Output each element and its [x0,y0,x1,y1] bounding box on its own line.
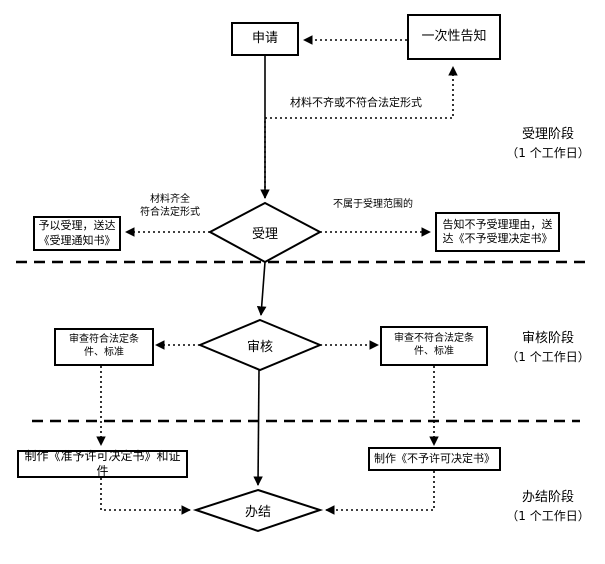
stage-acceptance-duration: （1 个工作日） [506,145,590,160]
node-permit-deny-doc-label: 制作《不予许可决定书》 [374,451,495,465]
node-review-fail-line1: 审查不符合法定条 [394,333,474,345]
node-review-label: 审核 [246,339,273,355]
node-permit-deny-doc[interactable]: 制作《不予许可决定书》 [368,447,501,471]
stage-review-name: 审核阶段 [521,331,574,346]
node-application-label: 申请 [251,30,278,46]
edge-incomplete-materials-to-notice [264,66,458,198]
node-review-fail[interactable]: 审查不符合法定条 件、标准 [380,326,488,366]
node-accept-reject-line2: 达《不予受理决定书》 [442,232,553,245]
edge-review-to-completion [253,369,263,486]
node-acceptance[interactable]: 受理 [210,203,320,262]
stage-review-duration: （1 个工作日） [506,349,590,364]
node-review-pass[interactable]: 审查符合法定条 件、标准 [54,328,154,366]
stage-label-acceptance: 受理阶段 （1 个工作日） [496,126,600,162]
node-review-fail-line2: 件、标准 [414,346,454,357]
edge-label-out-of-scope: 不属于受理范围的 [333,199,413,210]
node-review-pass-line2: 件、标准 [84,347,124,358]
node-accept-reject[interactable]: 告知不予受理理由，送 达《不予受理决定书》 [435,212,560,252]
node-accept-grant-line2: 《受理通知书》 [38,233,116,247]
review-diamond-shape [197,318,323,372]
node-application[interactable]: 申请 [231,22,299,56]
node-review-pass-line1: 审查符合法定条 [69,334,139,346]
node-review[interactable]: 审核 [200,320,320,370]
stage-label-completion: 办结阶段 （1 个工作日） [496,489,600,525]
node-permit-grant-doc[interactable]: 制作《准予许可决定书》和证件 [17,448,188,478]
node-accept-grant-line1: 予以受理，送达 [38,219,116,233]
node-one-time-notice[interactable]: 一次性告知 [407,14,501,60]
edge-acceptance-to-review [256,261,267,316]
node-accept-reject-line1: 告知不予受理理由，送 [442,217,553,231]
stage-label-review: 审核阶段 （1 个工作日） [496,330,600,366]
node-completion[interactable]: 办结 [196,490,320,531]
edge-label-materials-complete: 材料齐全 符合法定形式 [140,194,200,218]
node-acceptance-label: 受理 [251,227,278,242]
edge-permit-grant-doc-to-completion [100,478,191,515]
node-one-time-notice-label: 一次性告知 [421,28,487,44]
stage-completion-name: 办结阶段 [521,490,574,505]
completion-diamond-shape [192,488,324,533]
edge-label-materials-incomplete: 材料不齐或不符合法定形式 [290,96,422,109]
edge-permit-deny-doc-to-completion [325,471,435,515]
node-permit-grant-doc-label: 制作《准予许可决定书》和证件 [24,448,181,478]
node-accept-grant[interactable]: 予以受理，送达 《受理通知书》 [33,216,121,251]
stage-completion-duration: （1 个工作日） [506,508,590,523]
node-completion-label: 办结 [244,505,271,520]
stage-acceptance-name: 受理阶段 [521,127,574,142]
